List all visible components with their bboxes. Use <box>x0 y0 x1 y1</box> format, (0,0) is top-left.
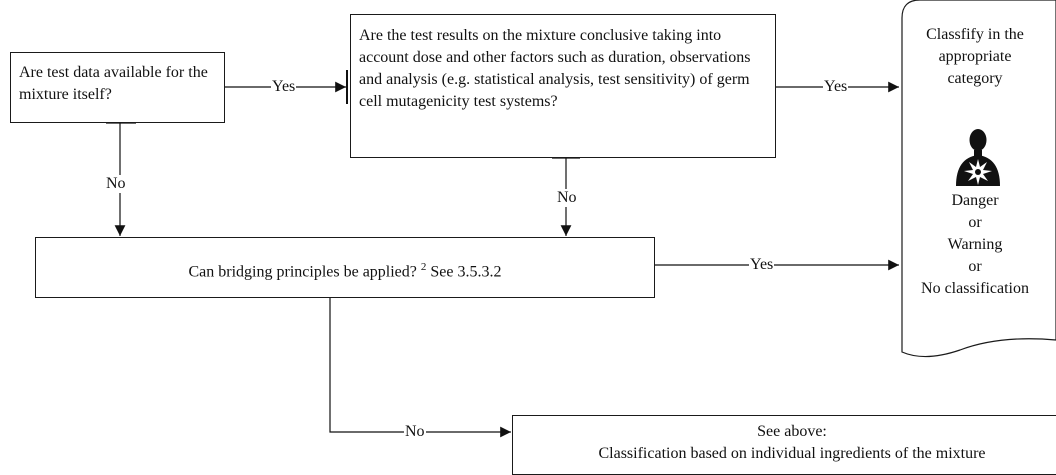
footnote-marker: 2 <box>420 261 427 273</box>
see-above-heading: See above: <box>757 423 827 440</box>
edge-bridging-to-see-above <box>329 298 511 438</box>
edge-label-no-3: No <box>404 423 426 441</box>
edge-label-yes-1: Yes <box>271 78 297 96</box>
bridging-principles-text: Can bridging principles be applied? <box>188 263 417 281</box>
result-line-1: Classfify in the <box>926 26 1024 43</box>
conclusive-results-question-text: Are the test results on the mixture conc… <box>359 27 751 110</box>
edge-label-no-2: No <box>556 189 578 207</box>
result-or-2: or <box>968 258 982 275</box>
edge-label-no-1: No <box>105 175 127 193</box>
edge-label-yes-2: Yes <box>823 78 849 96</box>
test-data-question-text: Are test data available for the mixture … <box>19 64 208 103</box>
result-danger: Danger <box>951 192 999 209</box>
classification-result: Classfify in the appropriate category Da… <box>900 24 1050 300</box>
conclusive-results-question-box: Are the test results on the mixture conc… <box>350 14 776 158</box>
see-above-box: See above: Classification based on indiv… <box>512 415 1056 475</box>
result-warning: Warning <box>947 236 1003 253</box>
result-line-3: category <box>947 70 1003 87</box>
result-no-classification: No classification <box>921 280 1029 297</box>
bridging-principles-reference: See 3.5.3.2 <box>430 263 502 281</box>
see-above-description: Classification based on individual ingre… <box>598 445 986 462</box>
pictogram-spacer <box>900 90 1050 190</box>
health-hazard-pictogram-icon <box>956 129 1000 186</box>
result-or-1: or <box>968 214 982 231</box>
test-data-question-box: Are test data available for the mixture … <box>10 52 225 123</box>
result-line-2: appropriate <box>938 48 1012 65</box>
edge-label-yes-3: Yes <box>749 256 775 274</box>
bridging-principles-question-box: Can bridging principles be applied? 2 Se… <box>35 237 655 298</box>
